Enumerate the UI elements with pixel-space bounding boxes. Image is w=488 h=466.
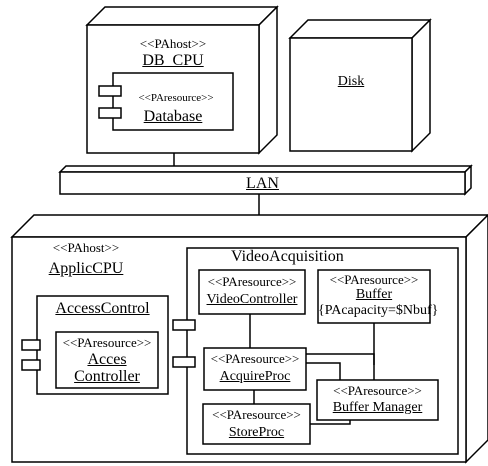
buffer-stereotype: <<PAresource>>: [329, 272, 419, 287]
buffer-manager-stereotype: <<PAresource>>: [333, 383, 422, 398]
video-acquisition-name: VideoAcquisition: [231, 248, 344, 265]
database-stereotype: <<PAresource>>: [138, 92, 214, 104]
access-control-component: [21, 295, 169, 395]
video-controller-stereotype: <<PAresource>>: [207, 274, 297, 289]
buffer-name: Buffer: [355, 287, 393, 302]
db-cpu-name: DB_CPU: [142, 52, 204, 69]
lan-name: LAN: [246, 175, 279, 192]
buffer-manager-name: Buffer Manager: [332, 400, 423, 415]
acquire-proc-name: AcquireProc: [219, 369, 291, 384]
db-cpu-stereotype: <<PAhost>>: [139, 36, 207, 51]
database-name: Database: [143, 108, 203, 125]
acces-controller-line2: Controller: [74, 368, 140, 385]
video-controller-name: VideoController: [206, 292, 298, 307]
access-control-name: AccessControl: [55, 300, 150, 317]
database-component: [98, 72, 234, 131]
inner-boxes: [198, 269, 439, 445]
applic-cpu-name: ApplicCPU: [48, 260, 124, 277]
store-proc-stereotype: <<PAresource>>: [212, 407, 301, 422]
acquire-proc-stereotype: <<PAresource>>: [210, 351, 300, 366]
acces-controller-stereotype: <<PAresource>>: [62, 335, 152, 350]
applic-cpu-stereotype: <<PAhost>>: [52, 240, 120, 255]
buffer-tag: {PAcapacity=$Nbuf}: [318, 303, 439, 318]
disk-node: [288, 18, 432, 153]
store-proc-name: StoreProc: [228, 425, 285, 440]
acces-controller-line1: Acces: [87, 351, 127, 368]
lan-node: [58, 164, 473, 196]
disk-name: Disk: [337, 74, 365, 89]
